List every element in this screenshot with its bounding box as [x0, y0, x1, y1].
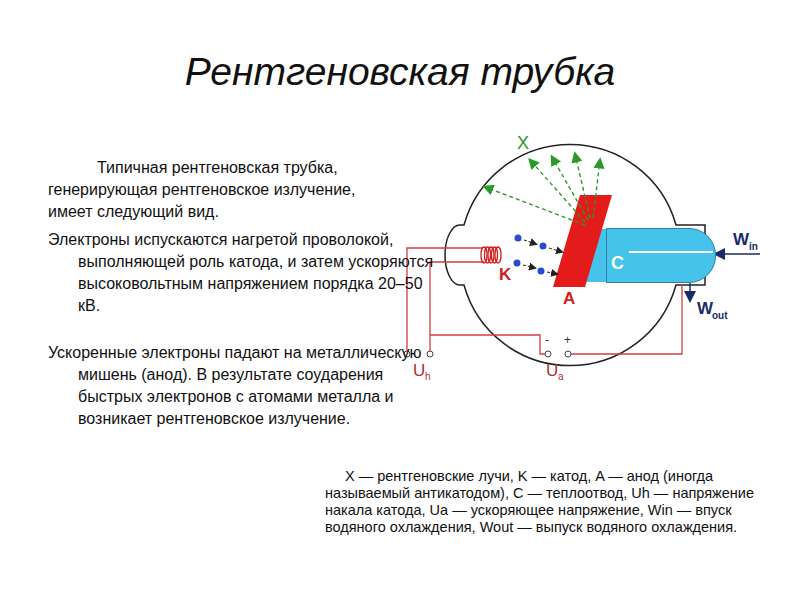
- body-text: Ускоренные электроны падают на металличе…: [48, 342, 436, 430]
- subscript: h: [425, 372, 431, 382]
- polarity-sign: -: [545, 334, 549, 346]
- body-text: Электроны испускаются нагретой проволоко…: [48, 229, 436, 317]
- subscript: a: [558, 372, 564, 382]
- anode-target: [553, 195, 612, 287]
- part-label: X: [517, 134, 529, 152]
- heat-sink: C: [606, 228, 716, 283]
- coolant-pipe: [629, 251, 713, 253]
- part-label: W: [697, 300, 713, 317]
- title: Рентгеновская трубка: [0, 50, 800, 94]
- part-label: C: [611, 254, 624, 272]
- terminals: [404, 351, 571, 357]
- polarity-sign: +: [564, 334, 571, 346]
- part-label: W: [733, 231, 749, 248]
- subscript: in: [749, 242, 758, 252]
- signal-name: U: [413, 362, 425, 379]
- part-label: A: [563, 290, 575, 307]
- cathode-coil: [481, 247, 501, 263]
- body-text: Типичная рентгеновская трубка, генерирую…: [48, 157, 393, 223]
- electrons: [514, 235, 563, 275]
- water-outlet-arrow: [689, 283, 691, 300]
- x-ray-beams: [485, 154, 600, 225]
- subscript: out: [712, 311, 728, 321]
- signal-name: U: [546, 362, 558, 379]
- part-label: K: [499, 266, 511, 283]
- caption: X — рентгеновские лучи, K — катод, A — а…: [325, 468, 777, 536]
- water-inlet-arrow: [716, 253, 760, 255]
